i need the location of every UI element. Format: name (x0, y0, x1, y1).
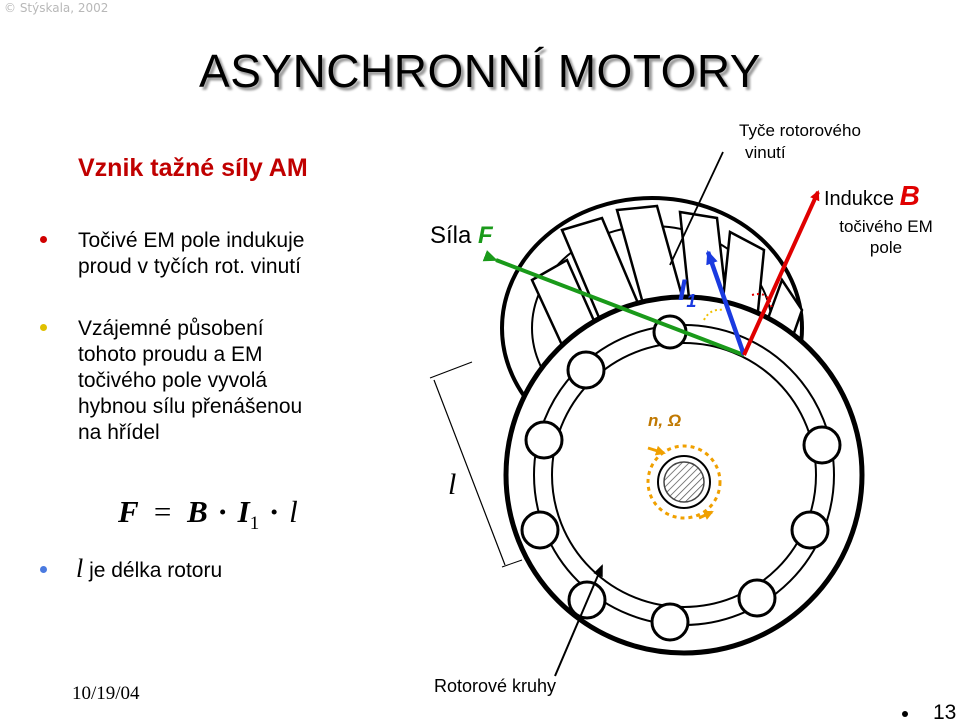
formula-b: B (187, 494, 208, 529)
induction-label: Indukce B (824, 180, 920, 212)
induction-arrow (742, 190, 820, 356)
motor-diagram-svg (429, 151, 865, 677)
rotor-rings-label: Rotorové kruhy (434, 676, 557, 696)
formula-dot: · (268, 494, 280, 529)
bullet-line: točivého pole vyvolá (78, 369, 268, 392)
rotation-indicator (646, 444, 722, 520)
formula-l: l (289, 494, 298, 529)
bullet-dot-icon (40, 324, 47, 331)
bullet-dot-icon (40, 236, 47, 243)
bullet-item-induction: Točivé EM pole indukuje proud v tyčích r… (78, 228, 304, 280)
force-label-text: Síla (430, 222, 472, 249)
angle-arc-red (751, 293, 773, 311)
shaft (657, 455, 711, 509)
bullet-dot-icon (902, 711, 908, 717)
formula-i: I (237, 494, 250, 529)
bullet-line: proud v tyčích rot. vinutí (78, 255, 301, 278)
current-label: I1 (678, 274, 696, 312)
speed-label: n, Ω (648, 411, 682, 430)
length-label: l (448, 468, 457, 501)
force-label: Síla F (430, 222, 493, 250)
induction-label-text: Indukce (824, 188, 895, 210)
current-symbol: I (678, 274, 687, 307)
bullet-dot-icon (40, 566, 47, 573)
slide-subtitle: Vznik tažné síly AM (78, 154, 308, 182)
rotor-length-symbol: l (76, 554, 84, 583)
rings-pointer-line (554, 564, 603, 677)
current-arrow (705, 250, 747, 356)
force-formula: F = B · I1 · l (118, 494, 298, 535)
force-arrow (482, 250, 745, 357)
formula-subscript: 1 (249, 513, 260, 535)
bars-pointer-line (669, 151, 724, 266)
rotor-length-text: je délka rotoru (89, 559, 223, 582)
formula-dot: · (217, 494, 228, 529)
rotating-field-line: pole (869, 238, 903, 257)
bullet-line: hybnou sílu přenášenou (78, 395, 303, 418)
induction-symbol: B (899, 180, 920, 211)
slide-title: ASYNCHRONNÍ MOTORY (199, 45, 761, 97)
angle-arc-yellow (703, 308, 725, 321)
rotor-bars-label-line: Tyče rotorového (739, 121, 861, 140)
force-symbol: F (478, 222, 493, 249)
page-number: 13 (933, 701, 957, 724)
bullet-line: tohoto proudu a EM (78, 343, 263, 366)
bullet-line: na hřídel (78, 421, 160, 444)
bullet-line: Točivé EM pole indukuje (78, 229, 305, 252)
rotor-bars-label-line: vinutí (745, 143, 786, 162)
rotating-field-label: točivého EM pole (826, 216, 946, 258)
rotating-field-line: točivého EM (839, 217, 933, 236)
formula-f: F (118, 494, 139, 529)
footer-date: 10/19/04 (72, 683, 140, 704)
bullet-item-interaction: Vzájemné působení tohoto proudu a EM toč… (78, 316, 302, 446)
formula-equals: = (153, 494, 172, 529)
current-subscript: 1 (686, 291, 697, 311)
bullet-item-rotor-length: l je délka rotoru (76, 556, 222, 584)
ring-holes (520, 314, 842, 642)
copyright-text: © Stýskala, 2002 (4, 1, 109, 15)
rotor-bars-label: Tyče rotorového vinutí (739, 120, 861, 164)
bullet-line: Vzájemné působení (78, 317, 264, 340)
motor-diagram: Síla F Tyče rotorového vinutí Indukce B … (412, 110, 960, 700)
length-dimension (429, 361, 523, 568)
